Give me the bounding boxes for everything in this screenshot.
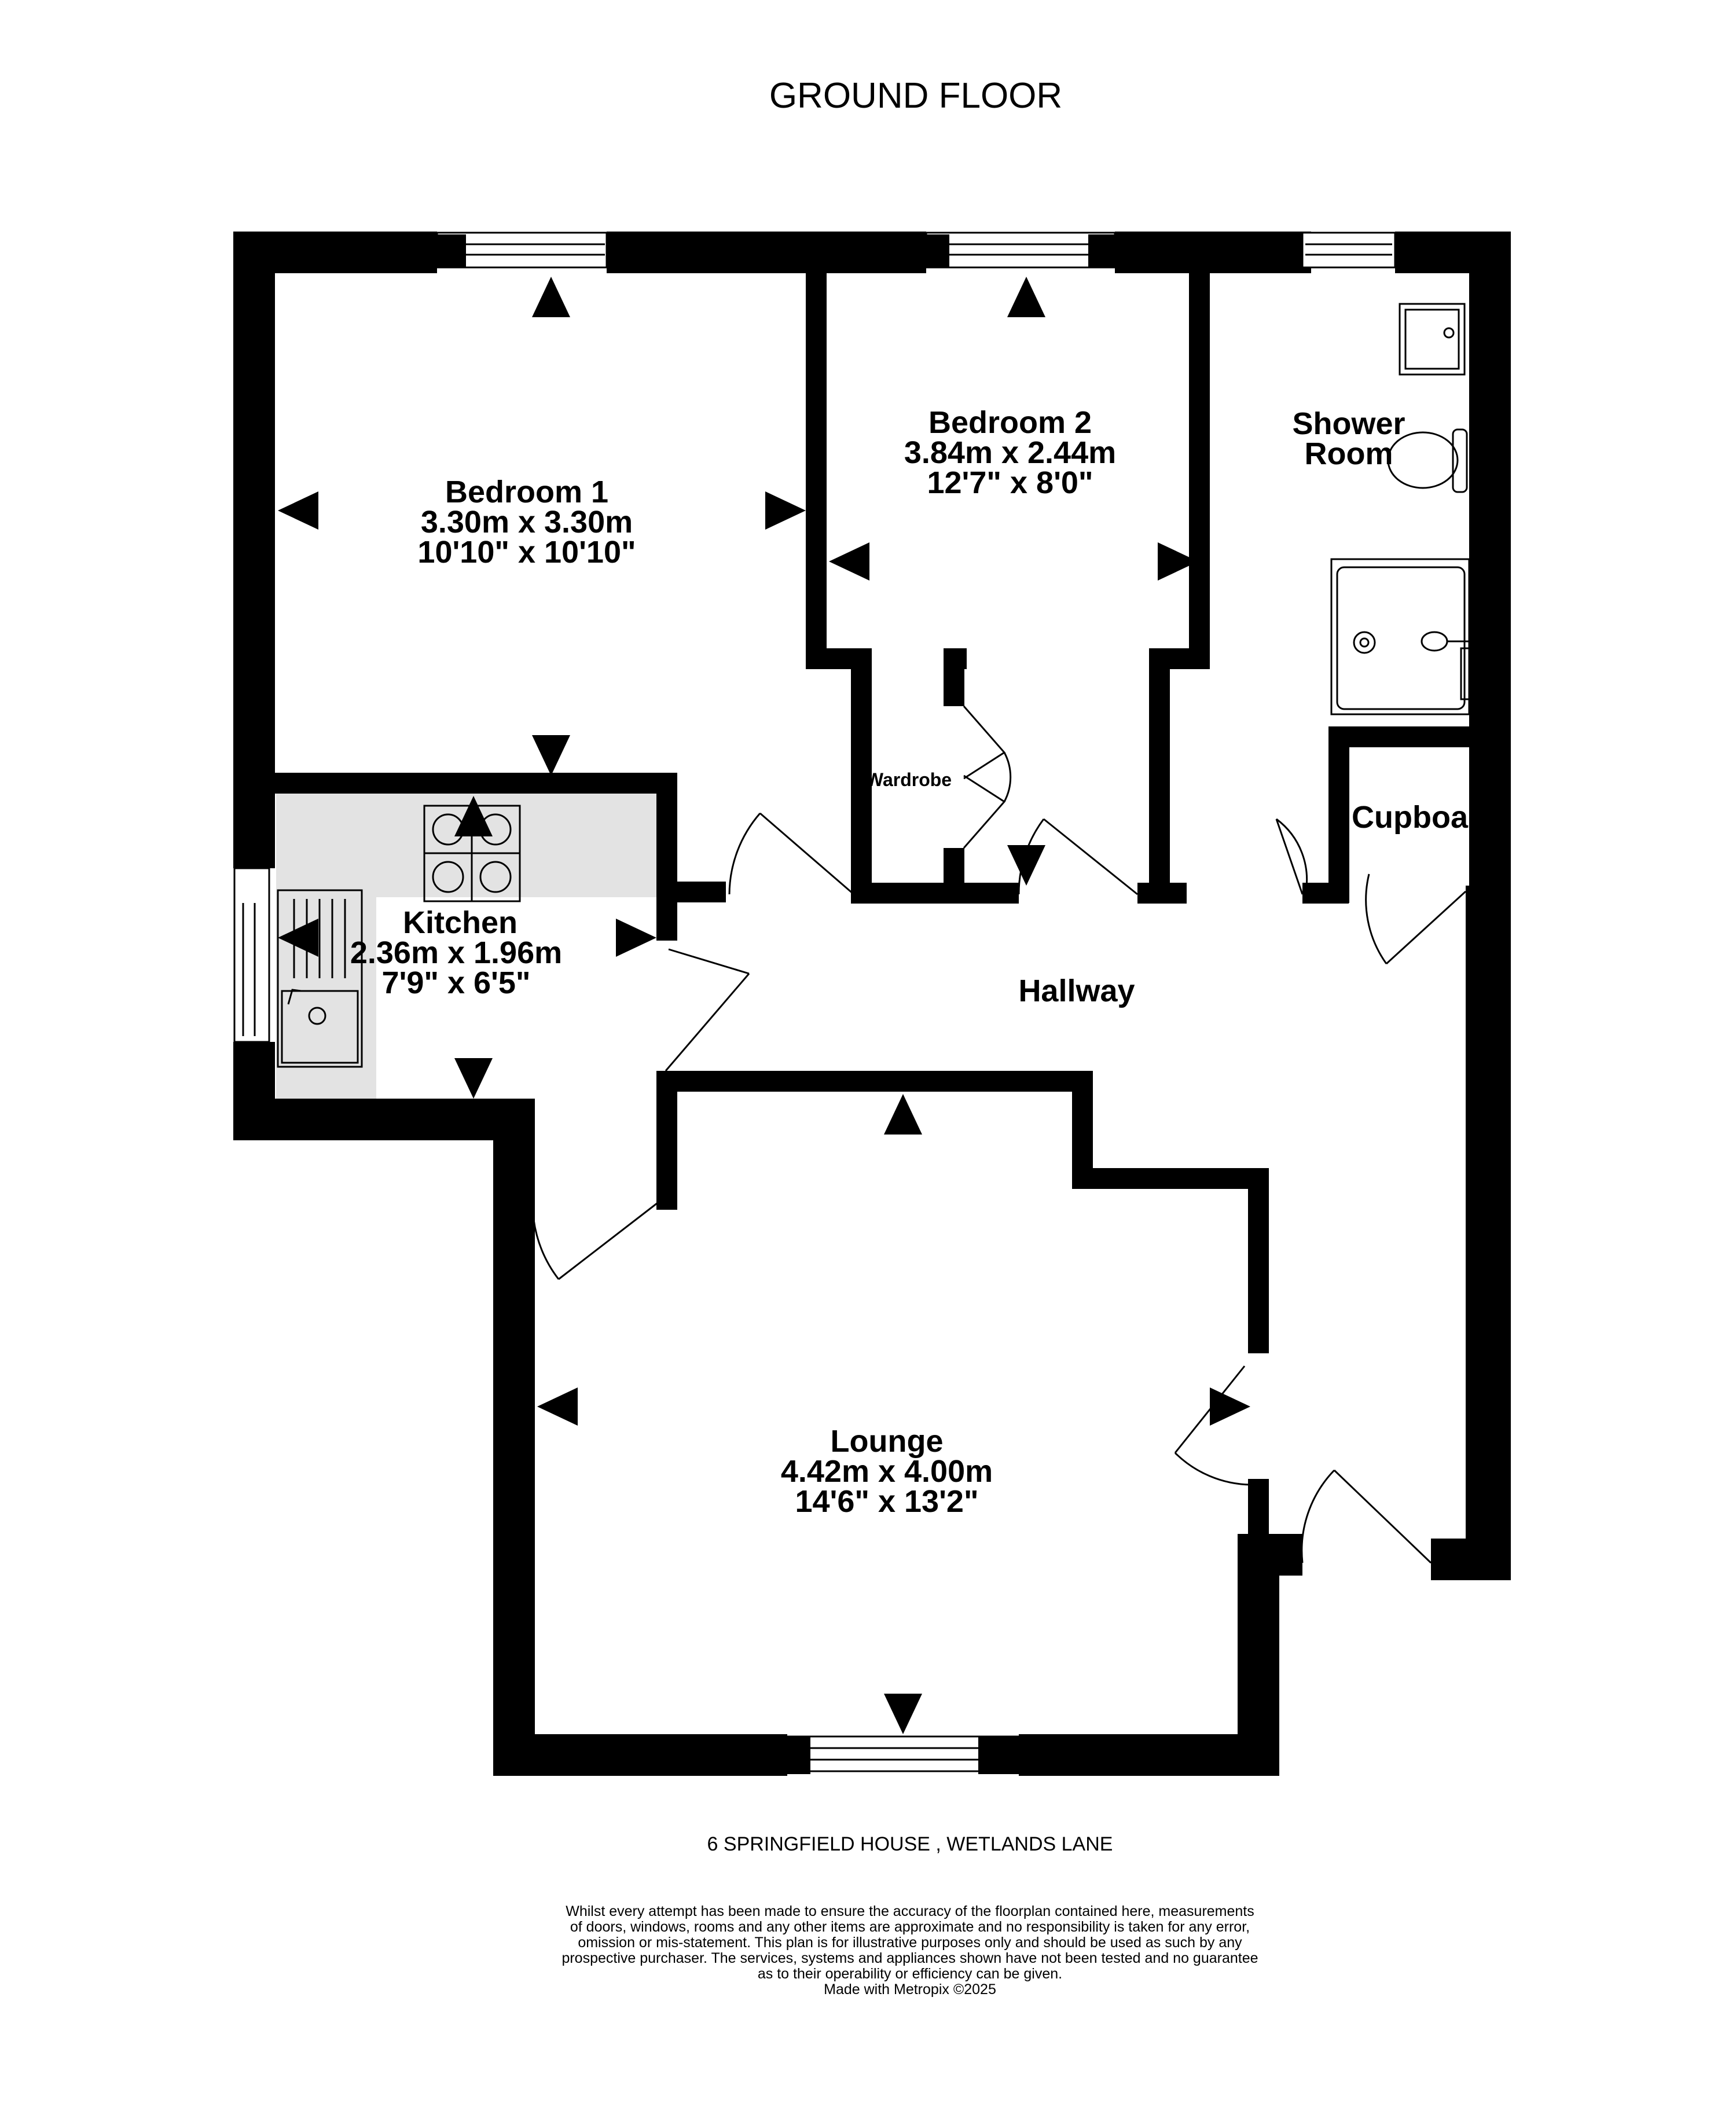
basin-icon <box>1399 303 1466 376</box>
room-labels: Bedroom 1 3.30m x 3.30m 10'10" x 10'10" … <box>350 405 1499 1519</box>
disclaimer-line: omission or mis-statement. This plan is … <box>578 1934 1242 1951</box>
credit: Made with Metropix ©2025 <box>824 1981 996 1998</box>
disclaimer-line: Whilst every attempt has been made to en… <box>566 1903 1254 1919</box>
disclaimer-line: prospective purchaser. The services, sys… <box>561 1950 1258 1966</box>
disclaimer-line: as to their operability or efficiency ca… <box>758 1966 1062 1982</box>
address: 6 SPRINGFIELD HOUSE , WETLANDS LANE <box>707 1833 1113 1855</box>
bedroom2-name: Bedroom 2 <box>928 405 1092 440</box>
shower-tray-icon <box>1330 558 1470 715</box>
shower-room-name-line2: Room <box>1305 436 1393 471</box>
right-wall-overlay <box>1469 799 1511 845</box>
kitchen-name: Kitchen <box>403 905 518 940</box>
lounge-metric: 4.42m x 4.00m <box>781 1454 993 1489</box>
wardrobe-name: Wardrobe <box>866 769 952 790</box>
bedroom1-imperial: 10'10" x 10'10" <box>417 535 636 570</box>
bedroom2-imperial: 12'7" x 8'0" <box>927 465 1093 500</box>
disclaimer-line: of doors, windows, rooms and any other i… <box>570 1919 1250 1935</box>
doors <box>531 706 1467 1564</box>
bedroom1-name: Bedroom 1 <box>445 475 608 509</box>
kitchen-imperial: 7'9" x 6'5" <box>381 965 530 1000</box>
disclaimer: Whilst every attempt has been made to en… <box>561 1903 1258 1998</box>
shower-room-name-line1: Shower <box>1292 406 1405 441</box>
hallway-name: Hallway <box>1018 974 1135 1008</box>
lounge-imperial: 14'6" x 13'2" <box>795 1484 978 1519</box>
kitchen-metric: 2.36m x 1.96m <box>350 935 562 970</box>
bedroom2-metric: 3.84m x 2.44m <box>904 435 1116 470</box>
toilet-icon <box>1387 428 1468 493</box>
window-sills <box>437 234 1115 1774</box>
dimension-arrows <box>278 277 1250 1734</box>
lounge-name: Lounge <box>831 1424 944 1459</box>
floor-title: GROUND FLOOR <box>769 76 1062 116</box>
bedroom1-metric: 3.30m x 3.30m <box>421 505 633 539</box>
walls <box>233 232 1511 1776</box>
